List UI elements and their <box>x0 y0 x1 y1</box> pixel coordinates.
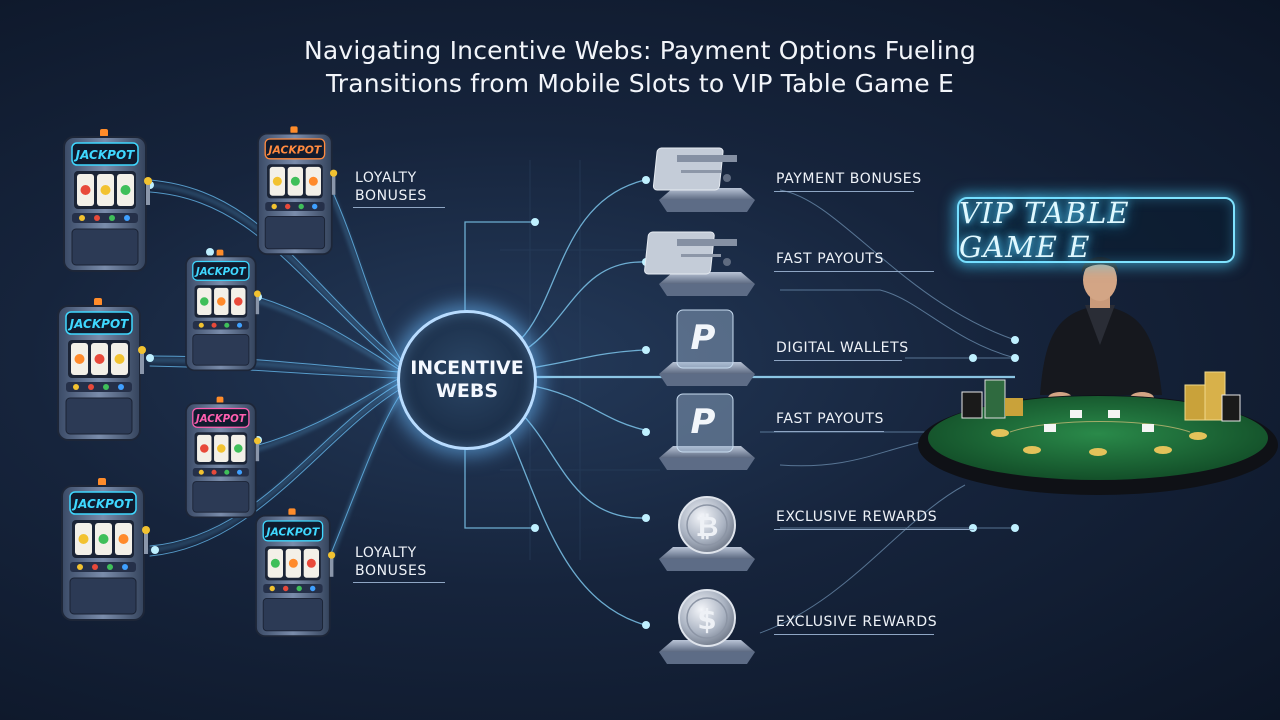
payment-label-exclusive-rewards-2: EXCLUSIVE REWARDS <box>774 614 937 635</box>
slot-label-bottom-underline <box>353 582 445 583</box>
slot-label-top: LOYALTY BONUSES <box>353 169 445 208</box>
jackpot-sign-text: JACKPOT <box>194 414 247 425</box>
vip-sign-text: VIP TABLE GAME E <box>959 196 1130 264</box>
slot-machines: JACKPOT JACKPOT JACKPOT JACKPOT JACKPOT JACKP… <box>57 126 338 638</box>
page-title: Navigating Incentive Webs: Payment Optio… <box>0 34 1280 100</box>
paypal-icon: P <box>659 393 755 470</box>
payment-label-digital-wallets: DIGITAL WALLETS <box>774 340 909 361</box>
slot-machine-icon: JACKPOT <box>257 126 338 256</box>
slot-label-bottom-line-2: BONUSES <box>355 563 427 579</box>
jackpot-sign-text: JACKPOT <box>265 525 321 538</box>
credit-card-icon <box>652 147 755 212</box>
svg-text:P: P <box>691 318 716 358</box>
dollar-coin-icon: $ <box>659 589 755 664</box>
payment-label-payment-bonuses: PAYMENT BONUSES <box>774 171 922 192</box>
slot-label-top-line-2: BONUSES <box>355 188 427 204</box>
chip-stacks <box>961 371 1241 456</box>
slot-machine-icon: JACKPOT <box>61 478 150 621</box>
slot-machine-icon: JACKPOT <box>63 129 152 272</box>
jackpot-sign-text: JACKPOT <box>194 267 247 278</box>
payment-label-fast-payouts-2: FAST PAYOUTS <box>774 411 884 432</box>
table-felt <box>928 396 1268 480</box>
slot-machine-icon: JACKPOT <box>255 508 336 638</box>
hub-line-2: WEBS <box>435 380 499 402</box>
table-connectors <box>759 189 1016 634</box>
title-line-1: Navigating Incentive Webs: Payment Optio… <box>304 36 976 65</box>
title-line-2: Transitions from Mobile Slots to VIP Tab… <box>326 69 954 98</box>
vip-table-scene <box>918 257 1278 495</box>
slot-machine-icon: JACKPOT <box>185 249 261 372</box>
payment-label-fast-payouts-1: FAST PAYOUTS <box>774 251 934 272</box>
incentive-webs-hub: INCENTIVE WEBS <box>397 310 537 450</box>
vip-table-game-sign: VIP TABLE GAME E <box>957 196 1235 264</box>
payment-option-icons: P P ₿ $ <box>644 147 755 664</box>
credit-card-icon <box>644 231 755 296</box>
slot-label-top-line-1: LOYALTY <box>355 170 417 186</box>
slot-machine-icon: JACKPOT <box>57 298 146 441</box>
svg-text:₿: ₿ <box>696 510 719 543</box>
svg-text:$: $ <box>697 603 716 636</box>
payment-label-exclusive-rewards-1: EXCLUSIVE REWARDS <box>774 509 974 530</box>
dealer <box>1040 257 1162 404</box>
jackpot-sign-text: JACKPOT <box>267 143 323 156</box>
slot-label-bottom-line-1: LOYALTY <box>355 545 417 561</box>
jackpot-sign-text: JACKPOT <box>74 148 135 162</box>
jackpot-sign-text: JACKPOT <box>72 497 133 511</box>
paypal-icon: P <box>659 309 755 386</box>
hub-line-1: INCENTIVE <box>410 357 524 379</box>
hub-branches <box>464 179 1015 626</box>
jackpot-sign-text: JACKPOT <box>68 317 129 331</box>
bitcoin-coin-icon: ₿ <box>659 496 755 571</box>
playing-cards <box>1044 410 1154 432</box>
slot-label-top-underline <box>353 207 445 208</box>
slot-label-bottom: LOYALTY BONUSES <box>353 544 445 583</box>
svg-text:P: P <box>691 402 716 442</box>
slot-machine-icon: JACKPOT <box>185 396 261 519</box>
